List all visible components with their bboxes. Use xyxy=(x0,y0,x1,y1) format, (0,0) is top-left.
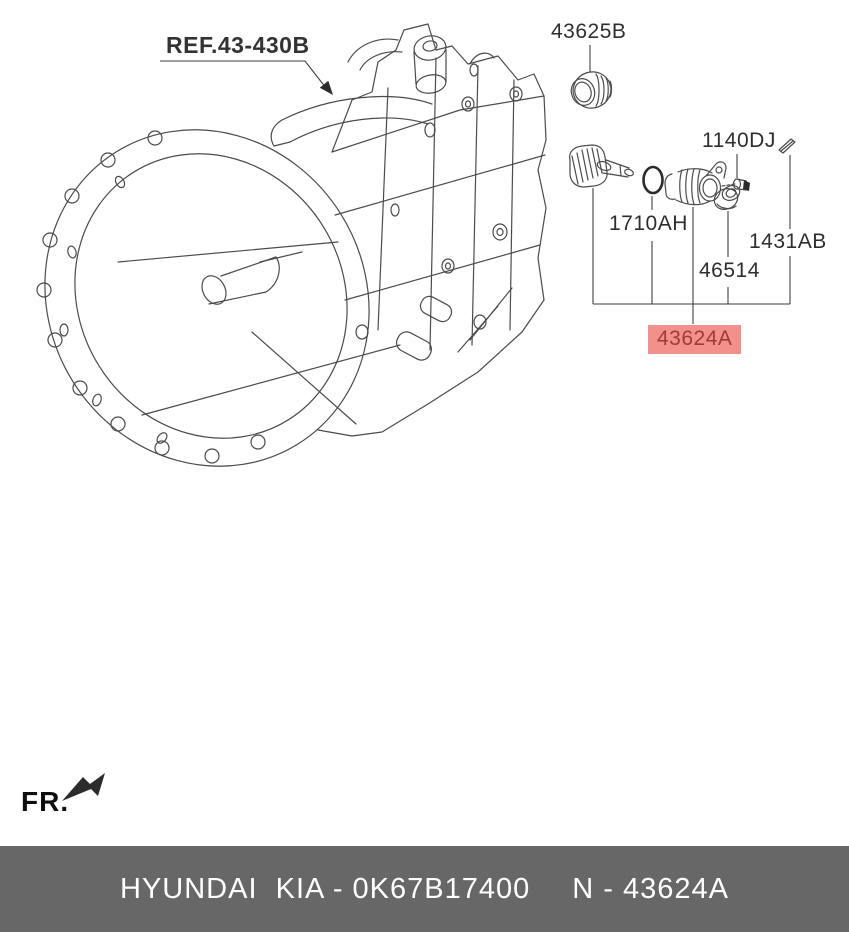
fr-direction-arrow-icon xyxy=(62,773,105,801)
callout-46514[interactable]: 46514 xyxy=(699,259,760,282)
callout-1140DJ[interactable]: 1140DJ xyxy=(702,129,776,152)
transmission-drawing xyxy=(36,23,547,467)
ref-callout-arrow-icon xyxy=(160,60,333,95)
fr-marker-label: FR. xyxy=(21,786,70,817)
callout-43625B[interactable]: 43625B xyxy=(551,20,627,43)
speedometer-shaft-drawing xyxy=(569,144,634,188)
callout-43624A-highlighted[interactable]: 43624A xyxy=(648,325,742,354)
o-ring-drawing xyxy=(642,165,664,195)
diagram-canvas xyxy=(36,23,796,801)
driven-gear-drawing xyxy=(713,185,741,210)
callout-1431AB[interactable]: 1431AB xyxy=(749,230,827,253)
plug-part-drawing xyxy=(570,71,613,109)
footer-catalog-title: HYUNDAI KIA - 0K67B17400 xyxy=(120,872,531,905)
ref-callout-label[interactable]: REF.43-430B xyxy=(166,32,310,58)
footer-bar: HYUNDAI KIA - 0K67B17400 N - 43624A xyxy=(0,846,849,932)
leader-lines xyxy=(589,45,791,324)
callout-1710AH[interactable]: 1710AH xyxy=(609,212,688,235)
footer-part-ref: N - 43624A xyxy=(572,872,729,905)
roll-pin-drawing xyxy=(778,138,796,154)
speed-sensor-drawing xyxy=(664,161,736,206)
clip-bolt-drawing xyxy=(732,178,750,191)
